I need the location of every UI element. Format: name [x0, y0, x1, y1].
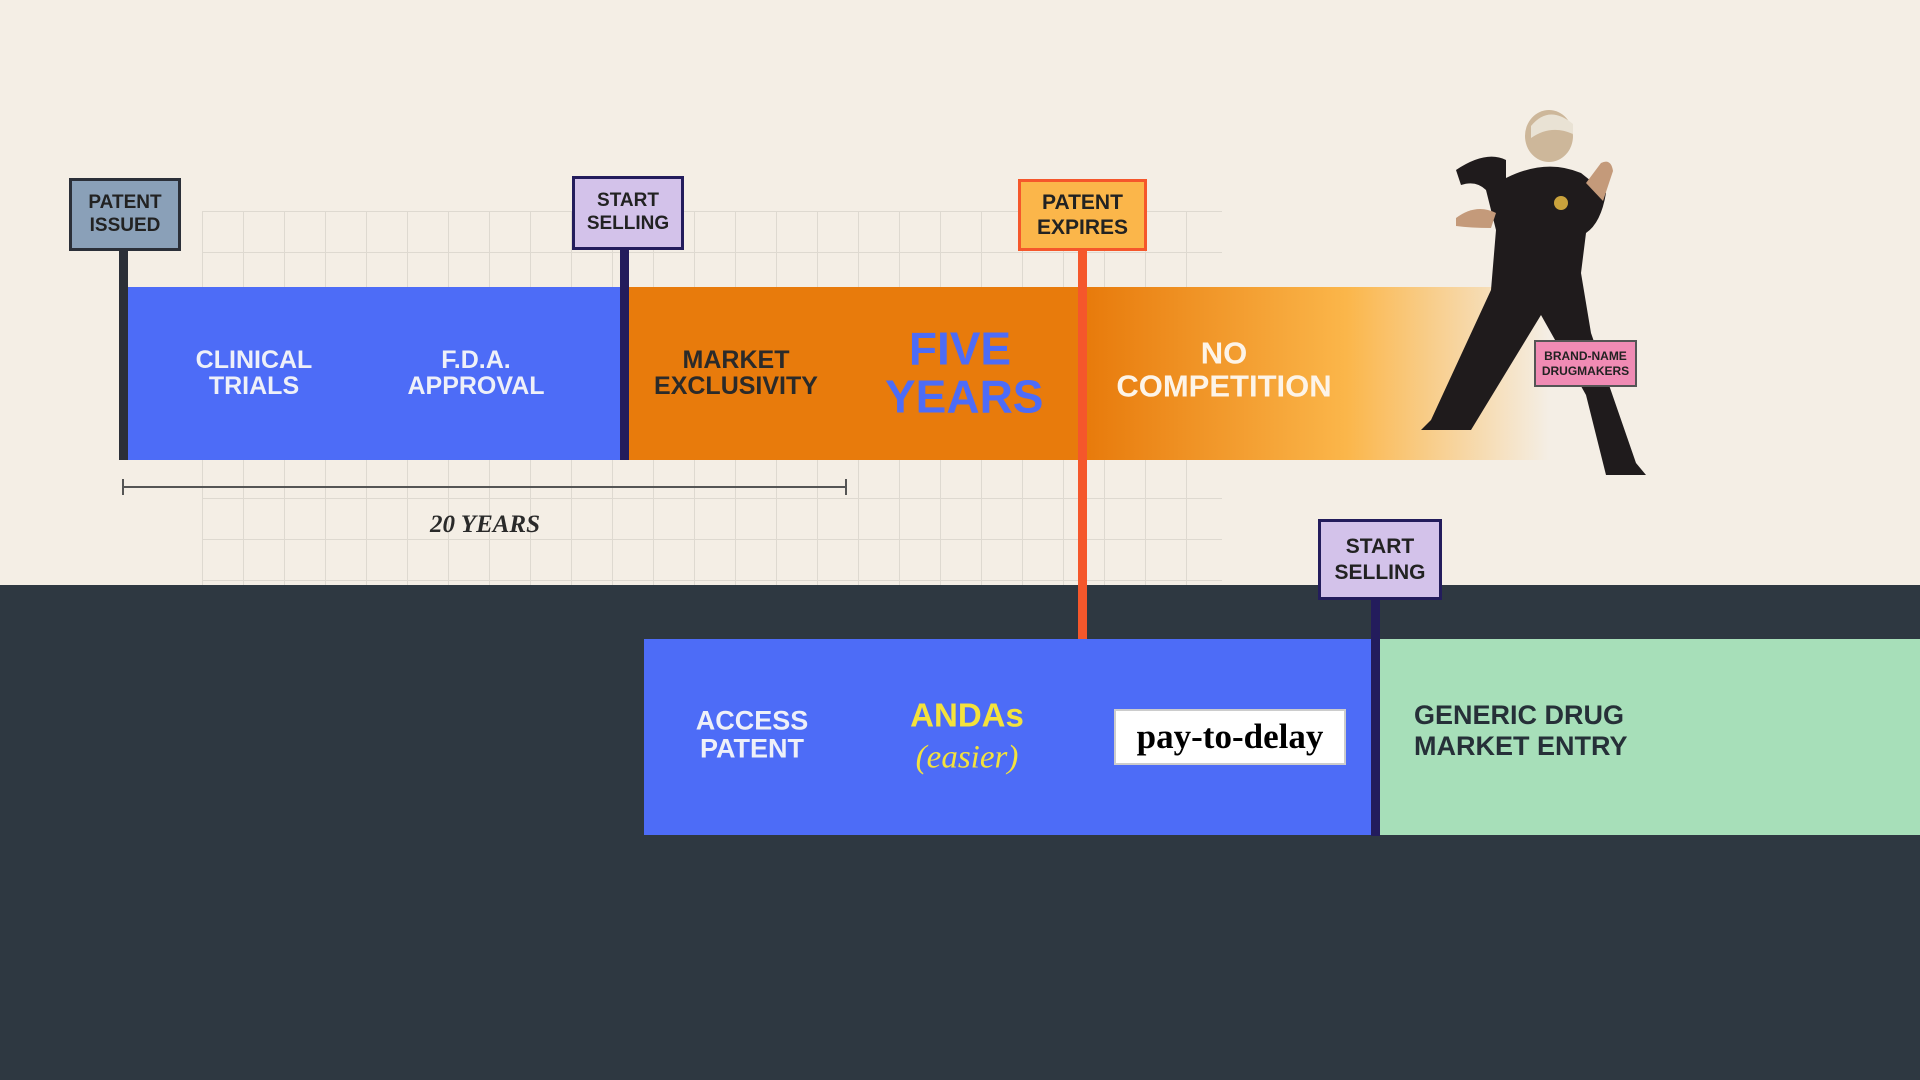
andas-label: ANDAs [910, 696, 1024, 734]
karate-fighter-image [1421, 110, 1646, 475]
access-patent-label: ACCESS PATENT [695, 705, 809, 764]
patent-expires-sign: PATENT EXPIRES [1018, 179, 1147, 251]
patent-issued-pole [119, 251, 128, 460]
generic-start-selling-pole [1371, 600, 1380, 836]
twenty-years-bracket [122, 479, 847, 495]
generic-bar-green [1380, 639, 1920, 835]
twenty-years-label: 20 YEARS [430, 510, 540, 538]
market-exclusivity-label: MARKET EXCLUSIVITY [654, 345, 818, 400]
clinical-trials-label: CLINICAL TRIALS [195, 345, 313, 400]
start-selling-pole [620, 250, 629, 460]
patent-expires-pole [1078, 251, 1087, 835]
andas-easier-note: (easier) [915, 739, 1019, 776]
brand-bar-blue [122, 287, 624, 460]
start-selling-sign: START SELLING [572, 176, 684, 250]
five-years-label: FIVE YEARS [885, 322, 1044, 423]
brand-name-drugmakers-label: BRAND-NAME DRUGMAKERS [1534, 340, 1637, 387]
no-competition-label: NO COMPETITION [1116, 335, 1332, 403]
generic-market-entry-label: GENERIC DRUG MARKET ENTRY [1414, 700, 1628, 762]
generic-start-selling-sign: START SELLING [1318, 519, 1442, 600]
brand-bar-orange [628, 287, 1549, 460]
fda-approval-label: F.D.A. APPROVAL [407, 345, 545, 400]
pay-to-delay-label: pay-to-delay [1114, 709, 1346, 765]
patent-issued-sign: PATENT ISSUED [69, 178, 181, 251]
